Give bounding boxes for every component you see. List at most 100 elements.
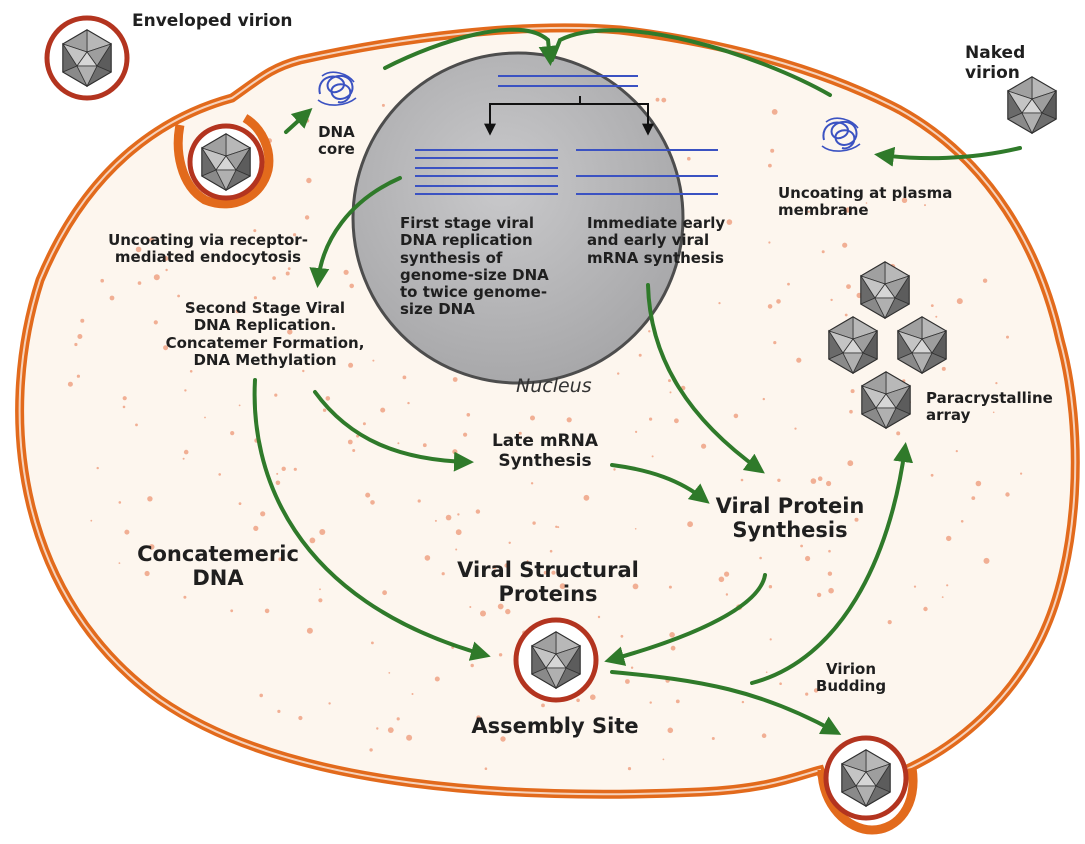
speckle — [122, 405, 126, 409]
speckle — [475, 509, 481, 514]
speckle — [805, 555, 811, 562]
nucleus-label: Nucleus — [516, 375, 592, 397]
concatemeric-label: Concatemeric DNA — [137, 542, 299, 591]
speckle — [90, 519, 93, 522]
speckle — [674, 418, 679, 424]
speckle — [260, 511, 266, 517]
speckle — [805, 692, 809, 696]
speckle — [369, 748, 373, 752]
assembly-site-label: Assembly Site — [471, 714, 639, 738]
speckle — [470, 663, 474, 668]
speckle — [828, 549, 831, 553]
nucleus — [351, 51, 685, 385]
speckle — [347, 439, 353, 445]
speckle — [844, 313, 848, 317]
speckle — [402, 375, 407, 380]
viral-protein-label: Viral Protein Synthesis — [715, 494, 865, 543]
uncoating-endocytosis-label: Uncoating via receptor- mediated endocyt… — [108, 231, 308, 267]
speckle — [508, 541, 511, 544]
speckle — [109, 295, 115, 301]
speckle — [518, 431, 522, 435]
speckle — [253, 525, 259, 532]
speckle — [635, 430, 638, 433]
speckle — [497, 603, 504, 610]
speckle — [845, 207, 851, 213]
speckle — [476, 715, 481, 720]
speckle — [397, 442, 400, 445]
speckle — [319, 529, 326, 535]
speckle — [613, 468, 616, 471]
speckle — [298, 715, 303, 721]
speckle — [655, 97, 660, 102]
endocytosis-pocket — [173, 114, 274, 209]
speckle — [559, 583, 566, 590]
speckle — [349, 283, 355, 289]
speckle — [662, 758, 665, 761]
speckle — [328, 702, 331, 705]
speckle — [669, 632, 675, 638]
speckle — [846, 284, 851, 289]
speckle — [849, 409, 853, 414]
assembly-virion-icon — [513, 617, 599, 703]
speckle — [821, 250, 825, 254]
speckle — [77, 334, 83, 339]
speckle — [865, 202, 868, 204]
speckle — [896, 431, 901, 436]
speckle — [718, 576, 725, 583]
speckle — [530, 482, 534, 485]
speckle — [135, 246, 142, 253]
speckle — [218, 473, 221, 476]
speckle — [452, 449, 458, 455]
speckle — [235, 309, 240, 314]
speckle — [687, 521, 693, 528]
speckle — [445, 514, 452, 521]
second-stage-label: Second Stage Viral DNA Replication. Conc… — [165, 299, 365, 369]
speckle — [457, 513, 460, 516]
speckle — [287, 329, 293, 335]
speckle — [480, 610, 486, 617]
speckle — [165, 268, 168, 272]
speckle — [80, 318, 85, 323]
speckle — [675, 699, 680, 704]
speckle — [887, 620, 892, 625]
speckle — [701, 443, 707, 449]
speckle — [238, 502, 242, 505]
speckle — [285, 271, 290, 276]
speckle — [762, 397, 765, 401]
speckle — [971, 496, 976, 500]
speckle — [955, 450, 958, 453]
speckle — [551, 570, 556, 575]
speckle — [469, 606, 472, 608]
speckle — [982, 278, 988, 283]
speckle — [183, 449, 189, 455]
speckle — [388, 672, 391, 674]
speckle — [768, 585, 773, 589]
speckle — [163, 256, 169, 261]
speckle — [773, 341, 777, 345]
speckle — [632, 583, 639, 590]
speckle — [372, 359, 375, 362]
speckle — [625, 679, 630, 684]
speckle — [759, 556, 762, 560]
speckle — [625, 728, 628, 731]
speckle — [153, 274, 160, 281]
speckle — [500, 736, 506, 742]
speckle — [189, 303, 192, 306]
speckle — [687, 156, 691, 161]
speckle — [960, 520, 964, 523]
speckle — [492, 565, 497, 570]
speckle — [343, 269, 349, 275]
speckle — [325, 396, 331, 401]
speckle — [634, 528, 637, 530]
speckle — [505, 608, 511, 615]
speckle — [532, 521, 536, 525]
speckle — [901, 197, 908, 203]
speckle — [274, 393, 278, 397]
speckle — [796, 357, 802, 363]
speckle — [396, 717, 400, 721]
speckle — [230, 431, 235, 436]
speckle — [137, 281, 142, 285]
speckle — [669, 391, 672, 394]
speckle — [184, 389, 187, 392]
speckle — [1020, 472, 1023, 475]
